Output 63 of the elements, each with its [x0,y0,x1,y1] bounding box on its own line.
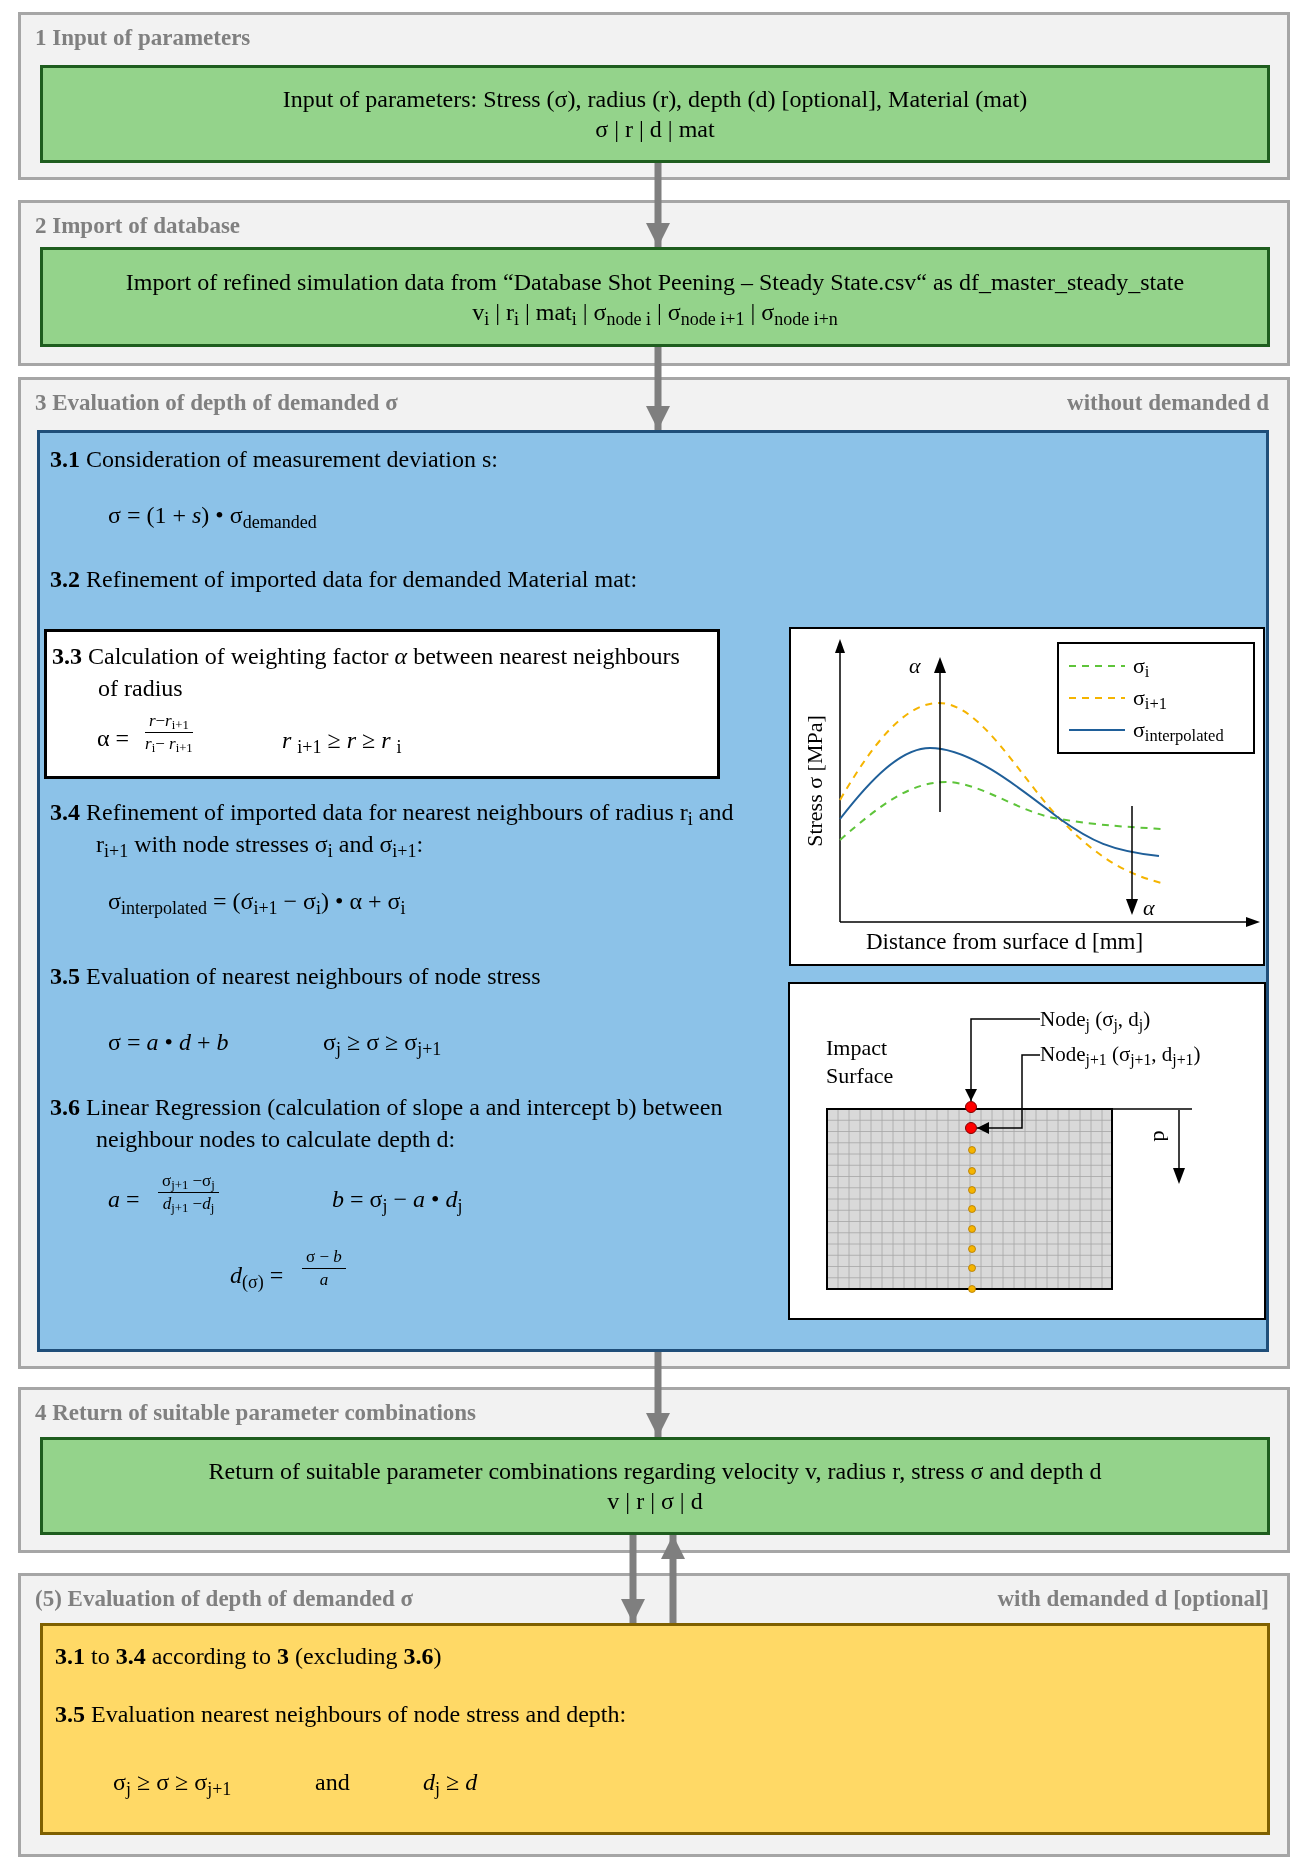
step-text: 3.6 Linear Regression (calculation of slope a and intercept b) between neighbour nodes to calculate depth d: [50,1093,724,1154]
arrow [646,163,670,247]
formula: a = [108,1185,140,1214]
step-box [44,629,720,779]
legend-text: σ$_{i}$ [1133,653,1150,679]
section-heading: 1 Input of parameters [35,25,251,50]
formula-fraction: r−r$_{i+1}$ r$_{i}$− r$_{i+1}$ [143,710,194,755]
formula: d$_{(σ)}$ = [230,1261,284,1291]
node-label: Node$_{j}$ (σ$_{j}$, d$_{j}$) [1040,1006,1151,1034]
alpha-label: α [909,653,921,678]
section-panel [18,1387,1290,1553]
section-heading: 3 Evaluation of depth of demanded σ [35,390,398,415]
formula-fraction: σ$_{j+1}$ −σ$_{j}$ d$_{j+1}$ −d$_{j}$ [158,1170,219,1215]
step-text: 3.5 Evaluation nearest neighbours of node stress and depth: [55,1700,628,1729]
legend-text: σ$_{i+1}$ [1133,685,1167,711]
section-heading: 4 Return of suitable parameter combinations [35,1400,477,1425]
surface-label: Impact Surface [826,1034,895,1090]
arrow [621,1535,645,1623]
section-panel [18,1573,1290,1857]
box-text: v$_{i}$ | r$_{i}$ | mat$_{i}$ | σ$_{node i}$ | σ$_{node i+1}$ | σ$_{node i+n}$ [472,298,838,327]
formula: σ$_{j}$ ≥ σ ≥ σ$_{j+1}$ [113,1768,232,1798]
node-label: Node$_{j+1}$ (σ$_{j+1}$, d$_{j+1}$) [1040,1041,1201,1069]
arrow [661,1535,685,1623]
step-text: 3.5 Evaluation of nearest neighbours of node stress [50,962,542,991]
axis-title: Stress σ [MPa] [801,715,827,847]
process-box [40,247,1270,347]
box-text: Input of parameters: Stress (σ), radius (r), depth (d) [optional], Material (mat) [282,85,1028,114]
arrow [646,1352,670,1437]
leader-line [976,1054,1041,1134]
formula: and [315,1768,350,1797]
axis-title: Distance from surface d [mm] [866,929,1144,954]
formula: 3.1 to 3.4 according to 3 (excluding 3.6) [55,1642,442,1671]
box-text: v | r | σ | d [607,1487,703,1516]
leader-line [965,1018,1041,1102]
formula: σ$_{interpolated}$ = (σ$_{i+1}$ − σ$_{i}$) • α + σ$_{i}$ [108,887,406,917]
section-note: without demanded d [1067,390,1269,415]
box-text: Import of refined simulation data from “Database Shot Peening – Steady State.csv“ as df_master_steady_state [125,268,1185,297]
box-text: Return of suitable parameter combinations regarding velocity v, radius r, stress σ and depth d [208,1457,1102,1486]
section-note: with demanded d [optional] [997,1586,1269,1611]
step-text: 3.1 Consideration of measurement deviation s: [50,445,499,474]
box-text: σ | r | d | mat [595,115,715,144]
formula: b = σ$_{j}$ − a • d$_{j}$ [332,1185,463,1215]
section-panel [18,12,1290,180]
arrow [646,347,670,430]
process-box [40,65,1270,163]
section-panel [18,200,1290,366]
process-box [40,1437,1270,1535]
section-heading: 2 Import of database [35,213,241,238]
formula: r $_{i+1}$ ≥ r ≥ r $_{i}$ [282,726,402,756]
step-text: 3.4 Refinement of imported data for nearest neighbours of radius r$_{i}$ and r$_{i+1}$ with node stresses σ$_{i}$ and σ$_{i+1}$: [50,798,735,860]
formula: σ = a • d + b [108,1028,229,1057]
formula: σ = (1 + s) • σ$_{demanded}$ [108,501,317,531]
section-heading: (5) Evaluation of depth of demanded σ [35,1586,413,1611]
step-text: 3.3 Calculation of weighting factor α between nearest neighbours of radius [52,642,681,703]
dimension-label: d [1148,1130,1174,1142]
formula: α = [97,724,130,753]
step-text: 3.2 Refinement of imported data for demanded Material mat: [50,565,639,594]
formula: d$_{j}$ ≥ d [423,1768,478,1798]
formula-fraction: σ − b a [302,1246,346,1291]
optional-step-panel [40,1623,1270,1835]
legend-text: σ$_{interpolated}$ [1133,717,1224,743]
alpha-label: α [1143,895,1155,920]
formula: σ$_{j}$ ≥ σ ≥ σ$_{j+1}$ [323,1028,442,1058]
